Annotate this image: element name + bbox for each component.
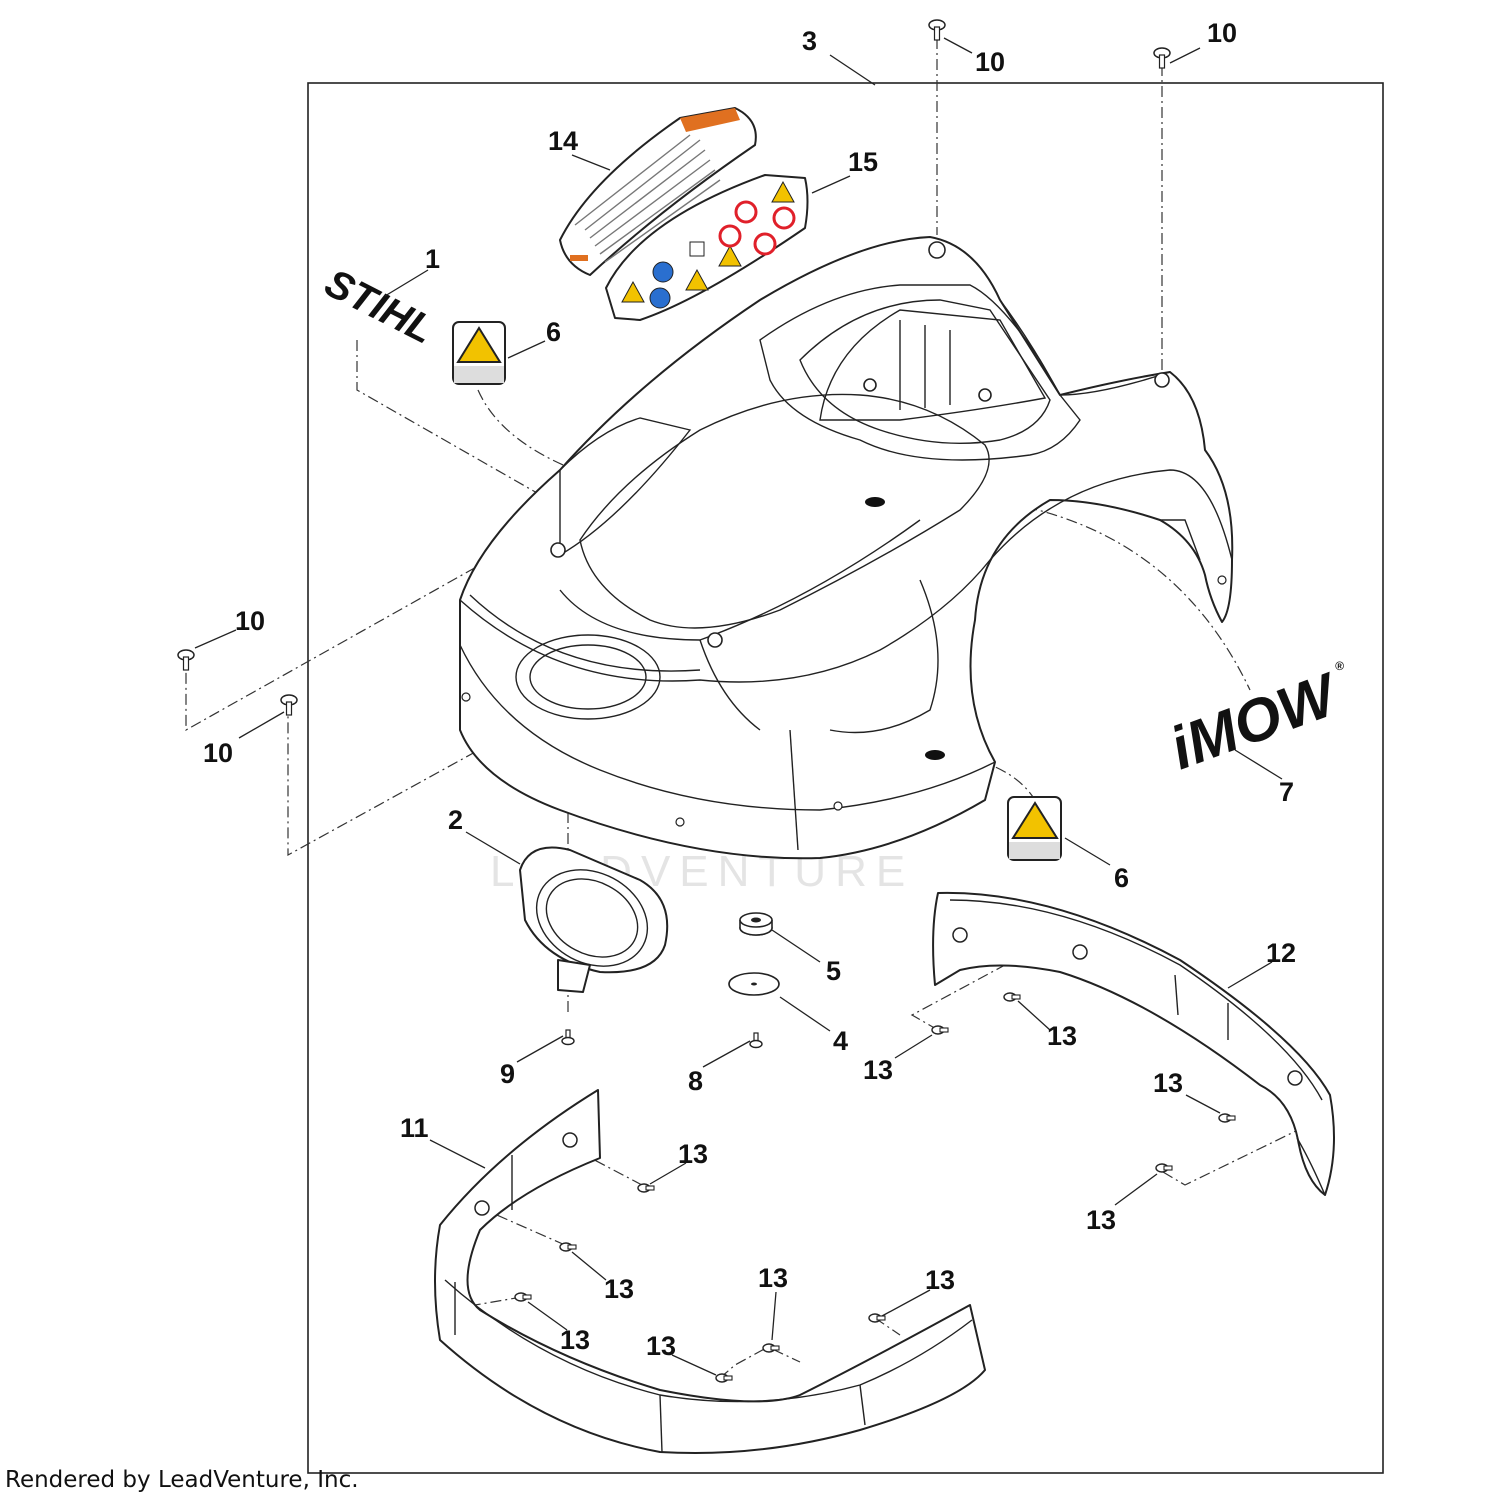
callout-7: 7 xyxy=(1279,777,1294,807)
callout-13: 13 xyxy=(1047,1021,1077,1051)
callout-11: 11 xyxy=(400,1113,429,1143)
callout-13: 13 xyxy=(925,1265,955,1295)
pictogram-label xyxy=(605,174,809,321)
stihl-logo: STIHL xyxy=(318,261,441,353)
render-credit: Rendered by LeadVenture, Inc. xyxy=(5,1467,359,1493)
screw-icon xyxy=(280,694,298,716)
callout-13: 13 xyxy=(604,1274,634,1304)
callout-9: 9 xyxy=(500,1059,515,1089)
warning-triangle-icon xyxy=(685,268,709,291)
callout-13: 13 xyxy=(1086,1205,1116,1235)
warning-triangle-icon xyxy=(1011,801,1059,839)
rear-bumper xyxy=(932,891,1335,1196)
callout-3: 3 xyxy=(802,26,817,56)
prohibition-circle-icon xyxy=(753,232,777,256)
body-housing xyxy=(459,236,1234,860)
callout-13: 13 xyxy=(560,1325,590,1355)
front-bumper xyxy=(434,1089,986,1455)
callout-leaders xyxy=(194,37,1283,1376)
callout-10-top: 10 xyxy=(975,47,1005,77)
callout-13: 13 xyxy=(1153,1068,1183,1098)
mandatory-blue-circle-icon xyxy=(649,287,671,309)
prohibition-circle-icon xyxy=(718,224,742,248)
warning-triangle-icon xyxy=(456,326,502,363)
callout-6-lower: 6 xyxy=(1114,863,1129,893)
callout-10-left-lower: 10 xyxy=(203,738,233,768)
instruction-label xyxy=(559,107,757,276)
warning-decal-lower xyxy=(1007,796,1062,861)
callout-13: 13 xyxy=(758,1263,788,1293)
callout-13: 13 xyxy=(678,1139,708,1169)
screw-icon xyxy=(928,19,946,41)
warning-decal-upper xyxy=(452,321,506,385)
housing-outer xyxy=(459,236,1234,860)
mandatory-blue-circle-icon xyxy=(652,261,674,283)
callout-10-top-right: 10 xyxy=(1207,18,1237,48)
callout-5: 5 xyxy=(826,956,841,986)
prohibition-circle-icon xyxy=(734,200,758,224)
warning-triangle-icon xyxy=(771,180,795,203)
callout-2: 2 xyxy=(448,805,463,835)
diagram-frame xyxy=(307,82,1384,1474)
callout-12: 12 xyxy=(1266,938,1296,968)
callout-8: 8 xyxy=(688,1066,703,1096)
callout-15: 15 xyxy=(848,147,878,177)
callout-10-left-upper: 10 xyxy=(235,606,265,636)
callout-numbers: 1 2 3 4 5 6 6 7 8 9 10 10 10 10 11 12 13… xyxy=(203,18,1296,1361)
callout-1: 1 xyxy=(425,244,440,274)
prohibition-circle-icon xyxy=(772,206,796,230)
screw-icon xyxy=(177,649,195,671)
warning-triangle-icon xyxy=(718,244,742,267)
lens-cover xyxy=(519,846,669,993)
svg-text:iMOW: iMOW xyxy=(1162,660,1349,783)
warning-triangle-icon xyxy=(621,280,645,303)
screw-icon xyxy=(561,1029,575,1046)
screw-set xyxy=(177,19,1236,1383)
imow-logo: iMOW ® xyxy=(1162,659,1349,782)
screw-icon xyxy=(1153,47,1171,69)
callout-14: 14 xyxy=(548,126,578,156)
callout-6-upper: 6 xyxy=(546,317,561,347)
spacer xyxy=(739,912,773,936)
callout-13: 13 xyxy=(646,1331,676,1361)
washer xyxy=(728,972,780,996)
callout-13: 13 xyxy=(863,1055,893,1085)
svg-text:®: ® xyxy=(1335,659,1344,673)
screw-icon xyxy=(749,1032,763,1049)
callout-4: 4 xyxy=(833,1026,848,1056)
